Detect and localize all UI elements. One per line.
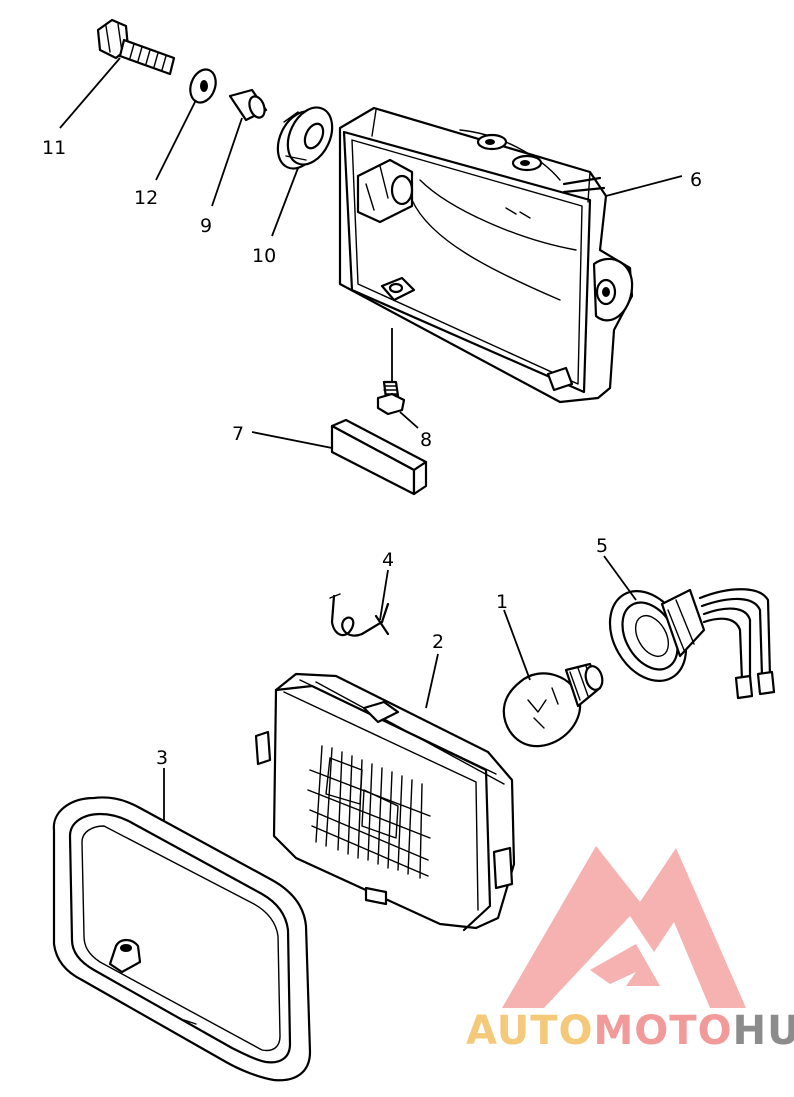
grommet-part-10 (276, 106, 334, 170)
label-part-8: 8 (420, 429, 432, 451)
bolt-part-11 (96, 18, 176, 76)
watermark-moto: MOTO (593, 1008, 733, 1054)
leader-12 (155, 99, 197, 181)
automotohub-watermark: AUTOMOTOHUB (440, 838, 794, 1097)
spring-clip-part-4 (329, 593, 390, 637)
leader-4 (379, 569, 389, 621)
label-part-3: 3 (156, 747, 168, 769)
label-part-10: 10 (252, 245, 276, 267)
part-labels: 11 12 9 10 6 7 8 4 5 1 2 3 (42, 137, 702, 769)
watermark-auto: AUTO (466, 1008, 594, 1054)
label-part-6: 6 (690, 169, 702, 191)
headlight-lens-part-2 (254, 672, 516, 932)
watermark-hub: HUB (732, 1008, 794, 1054)
label-part-2: 2 (432, 631, 444, 653)
leader-7 (251, 431, 333, 449)
label-part-9: 9 (200, 215, 212, 237)
leader-10 (271, 167, 299, 237)
leader-11 (59, 57, 121, 129)
socket-part-5 (608, 588, 776, 700)
sponge-block-part-7 (330, 418, 428, 496)
leader-6 (605, 175, 683, 197)
leader-9 (211, 117, 243, 207)
label-part-1: 1 (496, 591, 508, 613)
washer-part-12 (189, 68, 217, 104)
leader-lines (59, 57, 683, 820)
label-part-11: 11 (42, 137, 66, 159)
headlight-rim-part-3 (52, 796, 312, 1082)
label-part-12: 12 (134, 187, 158, 209)
headlight-housing-part-6 (338, 106, 634, 404)
watermark-text: AUTOMOTOHUB (466, 1008, 794, 1054)
screw-part-8 (376, 380, 406, 416)
watermark-logo-icon (502, 846, 746, 1008)
collar-part-9 (228, 88, 268, 122)
leader-5 (603, 555, 637, 601)
label-part-5: 5 (596, 535, 608, 557)
label-part-4: 4 (382, 549, 394, 571)
bulb-part-1 (502, 662, 604, 748)
leader-2 (425, 653, 439, 709)
leader-1 (503, 609, 531, 681)
leader-8 (399, 411, 419, 429)
label-part-7: 7 (232, 423, 244, 445)
